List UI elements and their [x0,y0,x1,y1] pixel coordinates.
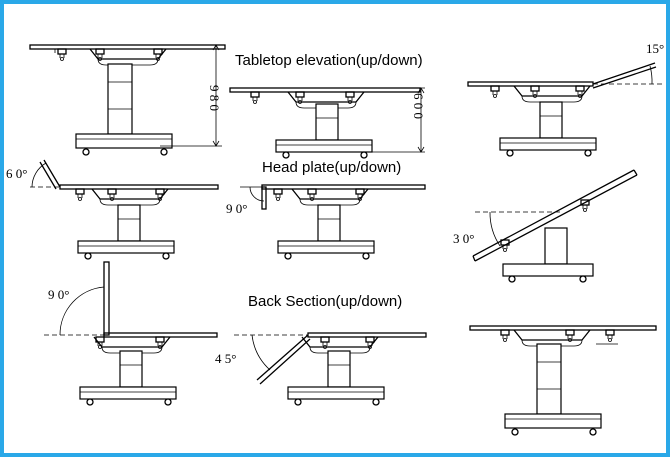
heading-backsection: Back Section(up/down) [248,293,402,310]
trendelenburg-label: 3 0° [453,231,474,246]
table-trendelenburg [472,169,638,283]
heading-headplate: Head plate(up/down) [262,159,401,176]
height-max-label: 9 8 0 [207,85,222,111]
foot-tilt-label: 15° [646,41,664,56]
table-elevation-max [29,44,226,156]
headplate-down [240,184,426,260]
heading-tabletop: Tabletop elevation(up/down) [235,52,423,69]
head-up-label: 6 0° [6,166,27,181]
headplate-up [30,159,219,260]
table-foot-tilt [467,62,665,157]
table-elevation-min [229,87,425,159]
backsection-up [44,261,218,406]
backsection-down [234,332,427,406]
back-up-label: 9 0° [48,287,69,302]
height-min-label: 6 0 0 [411,93,426,119]
back-down-label: 4 5° [215,351,236,366]
head-down-label: 9 0° [226,201,247,216]
table-flat [469,325,657,436]
